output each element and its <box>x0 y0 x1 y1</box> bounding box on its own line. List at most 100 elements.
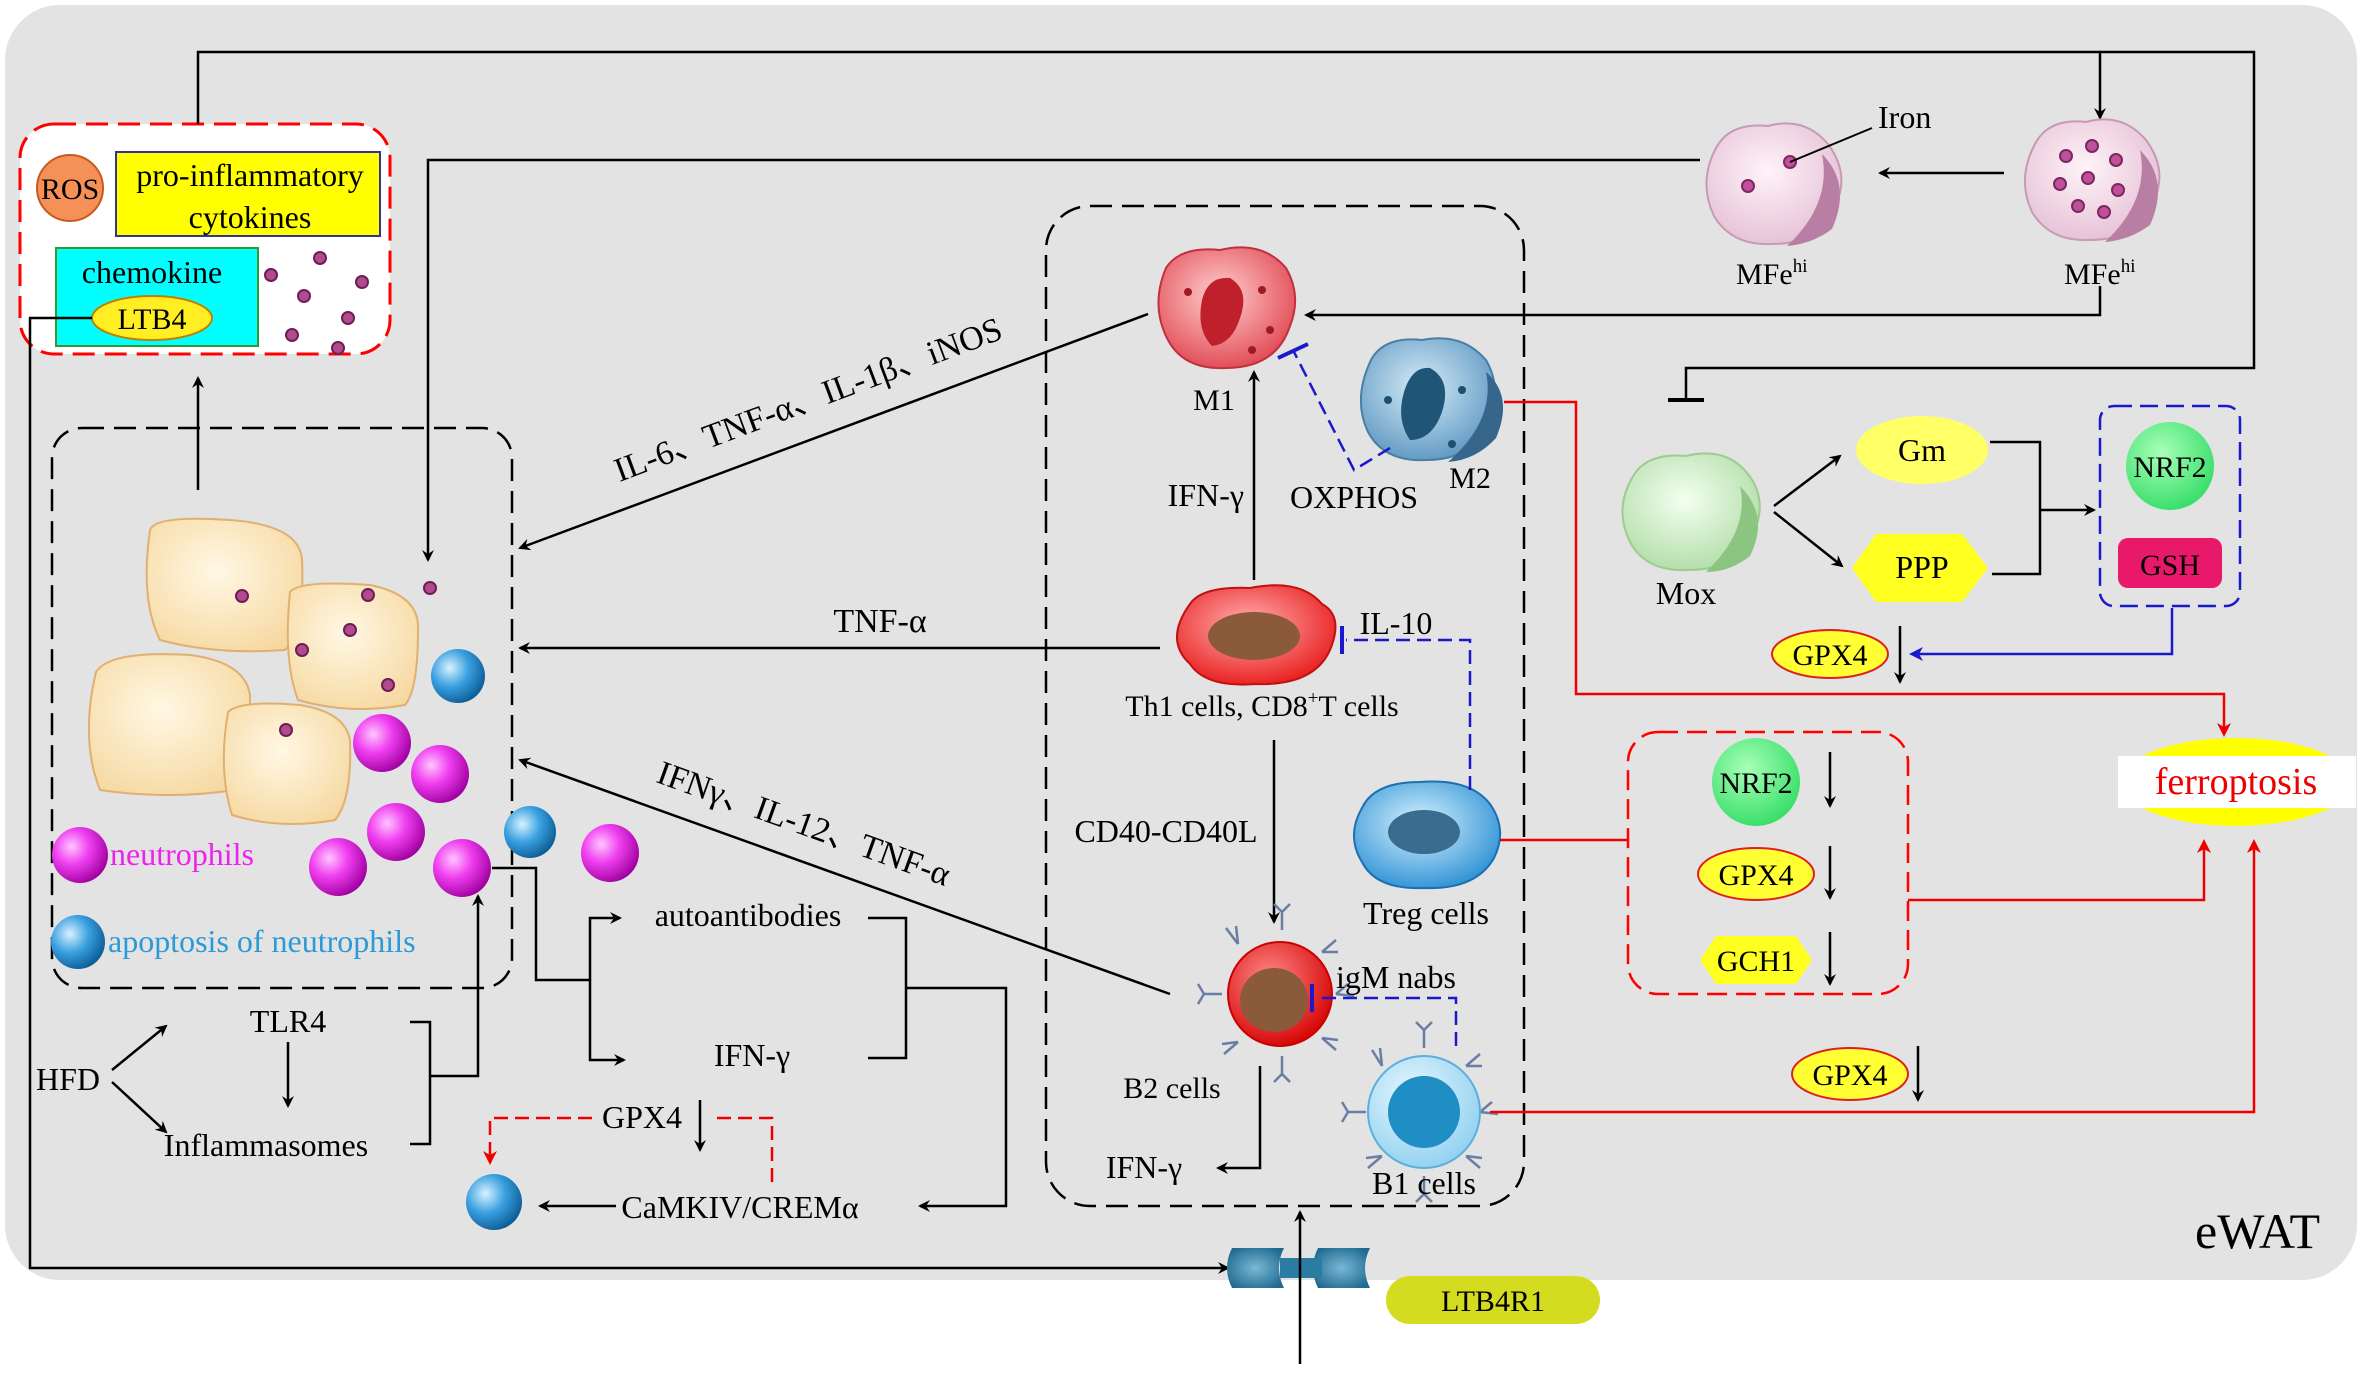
b2-label: B2 cells <box>1123 1072 1221 1105</box>
neutrophil-cluster <box>309 649 639 897</box>
mfe-right-cell <box>2023 118 2161 242</box>
iron-dots <box>264 251 369 355</box>
arrow-mfe-m1 <box>1304 286 2102 321</box>
mfe-left-label: MFehi <box>1736 256 1807 291</box>
adipose-box <box>50 426 514 990</box>
immune-box <box>1044 204 1526 1208</box>
gsh-box <box>2118 538 2222 588</box>
treg-nrf2-label: NRF2 <box>1719 767 1792 800</box>
th1-cell <box>1176 584 1337 686</box>
iron-pointer <box>1789 127 1873 163</box>
gpx4-mox-ellipse <box>1771 629 1889 679</box>
tlr4-label: TLR4 <box>250 1003 326 1039</box>
arrow-mox-ppp <box>1773 511 1844 568</box>
arrow-mfe-adipose <box>422 158 1700 562</box>
treg-gpx4-box <box>1626 730 1910 996</box>
mfe-right-label: MFehi <box>2064 256 2135 291</box>
ros-circle <box>36 154 104 222</box>
mox-label: Mox <box>1656 575 1716 611</box>
b1-gpx4-label: GPX4 <box>1812 1059 1887 1092</box>
arrow-to-camk <box>906 986 1008 1212</box>
apoptosis-label: apoptosis of neutrophils <box>108 923 416 959</box>
nrf2-circle <box>2126 422 2214 510</box>
igm-label: igM nabs <box>1336 959 1456 995</box>
b1-label: B1 cells <box>1372 1165 1476 1201</box>
arrow-hfd-tlr4 <box>111 1024 168 1071</box>
arrow-hfd-inflammasomes <box>111 1081 168 1134</box>
ifn-gamma-m1-label: IFN-γ <box>1168 477 1244 513</box>
ifn-gamma-b2-label: IFN-γ <box>1106 1149 1182 1185</box>
igm-inhibit-line <box>1316 996 1458 1046</box>
ferroptosis-label: ferroptosis <box>2155 761 2318 803</box>
apoptosis-legend-dot <box>51 915 105 969</box>
mfe-left-cell <box>1705 122 1843 246</box>
treg-nrf2-circle <box>1712 738 1800 826</box>
cd40-label: CD40-CD40L <box>1074 813 1257 849</box>
cytokines-box <box>115 151 381 237</box>
gm-connector <box>1990 440 2042 576</box>
treg-gpx4-label: GPX4 <box>1718 859 1793 892</box>
ltb4r1-receptor <box>1227 1248 1370 1288</box>
mox-cell <box>1621 452 1761 572</box>
treg-cell <box>1353 780 1501 890</box>
tnf-alpha-label: TNF-α <box>833 603 927 640</box>
ppp-hexagon <box>1852 534 1988 602</box>
ppp-label: PPP <box>1895 549 1948 585</box>
m2-label: M2 <box>1449 462 1491 495</box>
il10-label: IL-10 <box>1360 605 1433 641</box>
treg-gpx4-ellipse <box>1697 847 1815 901</box>
neutrophils-label: neutrophils <box>110 836 254 872</box>
gpx4-apoptosis-red-arrow <box>483 1116 592 1165</box>
ewat-label: eWAT <box>2195 1203 2320 1259</box>
oxphos-inhibit-line <box>1292 351 1391 472</box>
adipocytes <box>87 517 420 825</box>
arrow-treg-ferroptosis <box>1908 839 2211 902</box>
arrow-m1-adipose <box>518 312 1149 551</box>
gch1-label: GCH1 <box>1717 945 1795 978</box>
arrow-b2-ifn <box>1216 1066 1262 1174</box>
ros-label: ROS <box>41 173 99 206</box>
autoantibodies-label: autoantibodies <box>655 897 842 933</box>
treg-label: Treg cells <box>1363 895 1489 931</box>
nrf2-gsh-box <box>2098 404 2242 608</box>
gm-label: Gm <box>1898 432 1946 468</box>
b2-cell <box>1196 903 1355 1083</box>
neutrophil-branch-line <box>492 866 622 982</box>
arrow-b2-adipose <box>518 757 1171 996</box>
cytokines-line2: cytokines <box>189 199 312 235</box>
b1-cell <box>1340 1021 1499 1203</box>
chemokine-label: chemokine <box>82 254 222 290</box>
hfd-label: HFD <box>36 1061 100 1097</box>
m1-label: M1 <box>1193 384 1235 417</box>
ferroptosis-banner <box>2118 738 2356 826</box>
gch1-hexagon <box>1700 936 1812 984</box>
arrow-to-neutrophil <box>430 894 484 1078</box>
m1-cell <box>1157 246 1297 370</box>
arrow-ltb4-receptor <box>28 316 1230 1274</box>
iron-label: Iron <box>1878 99 1931 135</box>
arrow-m2-ferroptosis <box>1504 400 2231 737</box>
ltb4r1-box <box>1386 1276 1600 1324</box>
arrow-b1-ferroptosis <box>1490 839 2261 1114</box>
inflammation-box: ROS pro-inflammatory cytokines chemokine… <box>18 122 392 356</box>
top-loop-line <box>196 50 2106 124</box>
oxphos-label: OXPHOS <box>1290 479 1418 515</box>
ifn-gamma-label: IFN-γ <box>714 1037 790 1073</box>
ltb4r1-label: LTB4R1 <box>1441 1285 1545 1318</box>
adipocyte-iron-dots <box>235 581 437 737</box>
b1-gpx4-ellipse <box>1791 1047 1909 1101</box>
nrf2-label: NRF2 <box>2133 451 2206 484</box>
tlr4-connector <box>410 1020 432 1146</box>
cytokines-line1: pro-inflammatory <box>136 157 363 193</box>
gm-ellipse <box>1856 416 1988 484</box>
bottom-gpx4-label: GPX4 <box>602 1099 682 1135</box>
arrow-gsh-gpx4 <box>1909 608 2174 661</box>
oxphos-inhibit-bar <box>1277 342 1309 360</box>
arrow-to-ifn <box>588 980 626 1066</box>
neutrophil-legend-dot <box>52 827 108 883</box>
camk-gpx4-red-line <box>712 1116 774 1182</box>
arrow-mox-gm <box>1773 454 1842 507</box>
gpx4-mox-label: GPX4 <box>1792 639 1867 672</box>
